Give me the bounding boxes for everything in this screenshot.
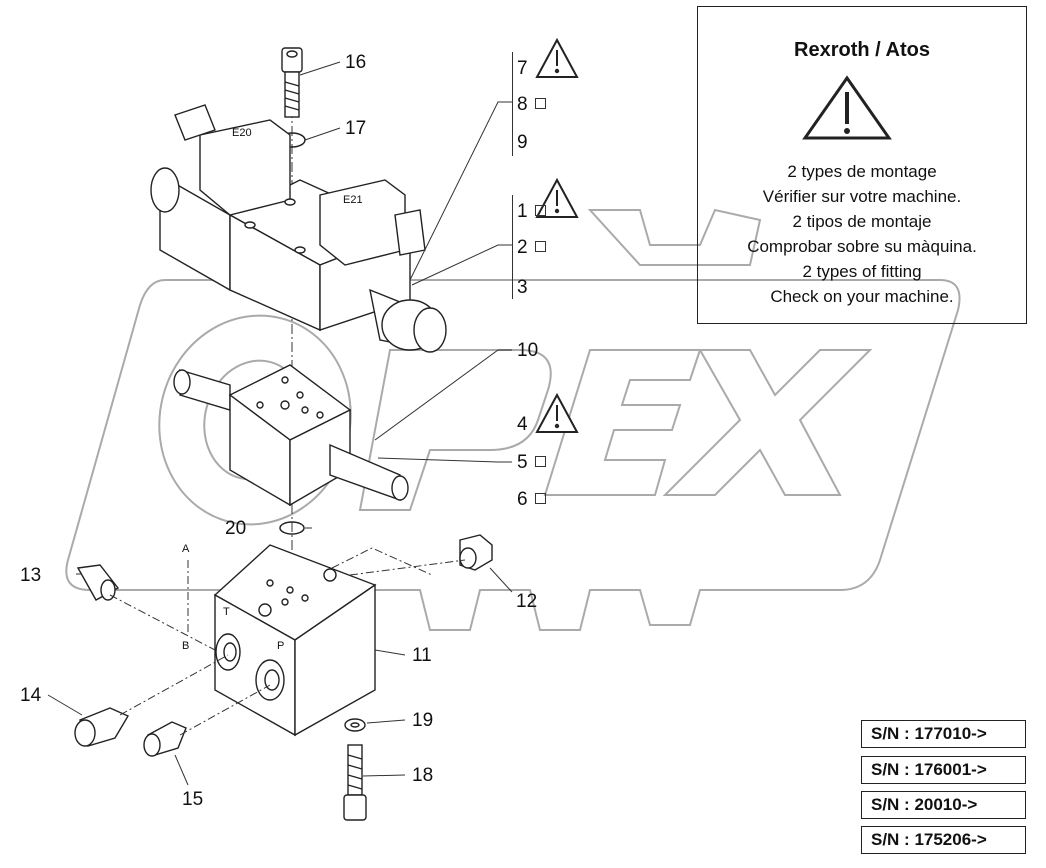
port-a-mark: A [182, 543, 190, 555]
callout-19: 19 [412, 710, 434, 731]
option-9: 9 [517, 132, 528, 153]
callout-13: 13 [20, 565, 42, 586]
callout-10: 10 [517, 340, 539, 361]
option-6: 6 [517, 490, 546, 509]
option-5: 5 [517, 453, 546, 472]
option-2: 2 [517, 238, 546, 257]
serial-number-box: S/N : 176001-> [861, 756, 1026, 784]
note-box: Rexroth / Atos 2 types de montage Vérifi… [697, 6, 1027, 324]
serial-number-box: S/N : 175206-> [861, 826, 1026, 854]
checkbox-icon [534, 493, 546, 504]
note-line: Comprobar sobre su màquina. [747, 237, 977, 256]
callout-14: 14 [20, 685, 42, 706]
checkbox-icon [534, 456, 546, 467]
callout-15: 15 [182, 789, 204, 810]
note-line: Check on your machine. [770, 287, 954, 306]
solenoid-valve [150, 104, 447, 353]
checkbox-icon [534, 241, 546, 252]
fitting-15 [143, 721, 187, 757]
callout-18: 18 [412, 765, 434, 786]
fitting-14 [74, 707, 130, 747]
warning-icons [535, 37, 892, 433]
serial-number-box: S/N : 20010-> [861, 791, 1026, 819]
callout-16: 16 [345, 52, 367, 73]
option-4: 4 [517, 414, 528, 435]
checkbox-icon [534, 98, 546, 109]
opex-watermark [65, 208, 961, 631]
callout-12: 12 [516, 591, 538, 612]
solenoid-a-mark: E20 [232, 127, 252, 139]
fitting-12 [459, 534, 493, 571]
callout-17: 17 [345, 118, 367, 139]
screw-18 [343, 744, 367, 821]
note-title: Rexroth / Atos [794, 39, 930, 61]
washer-19 [344, 718, 366, 732]
note-line: Vérifier sur votre machine. [762, 187, 962, 206]
serial-number-box: S/N : 177010-> [861, 720, 1026, 748]
note-line: 2 types de montage [787, 162, 937, 181]
option-3: 3 [517, 277, 528, 298]
fitting-13 [76, 564, 120, 601]
port-p-mark: P [277, 640, 285, 652]
intermediate-valve [173, 364, 409, 507]
option-1: 1 [517, 202, 546, 221]
leader-lines [47, 61, 513, 786]
checkbox-icon [534, 205, 546, 216]
option-8: 8 [517, 95, 546, 114]
option-7: 7 [517, 58, 528, 79]
solenoid-b-mark: E21 [343, 194, 363, 206]
callout-20: 20 [225, 518, 247, 539]
note-line: 2 types of fitting [802, 262, 922, 281]
callout-11: 11 [412, 645, 432, 666]
note-line: 2 tipos de montaje [792, 212, 932, 231]
port-t-mark: T [223, 606, 230, 618]
note-text: 2 types de montage Vérifier sur votre ma… [698, 159, 1026, 309]
screw-16 [281, 47, 303, 118]
o-ring-20 [279, 521, 305, 535]
manifold-block [213, 544, 377, 737]
port-b-mark: B [182, 640, 190, 652]
